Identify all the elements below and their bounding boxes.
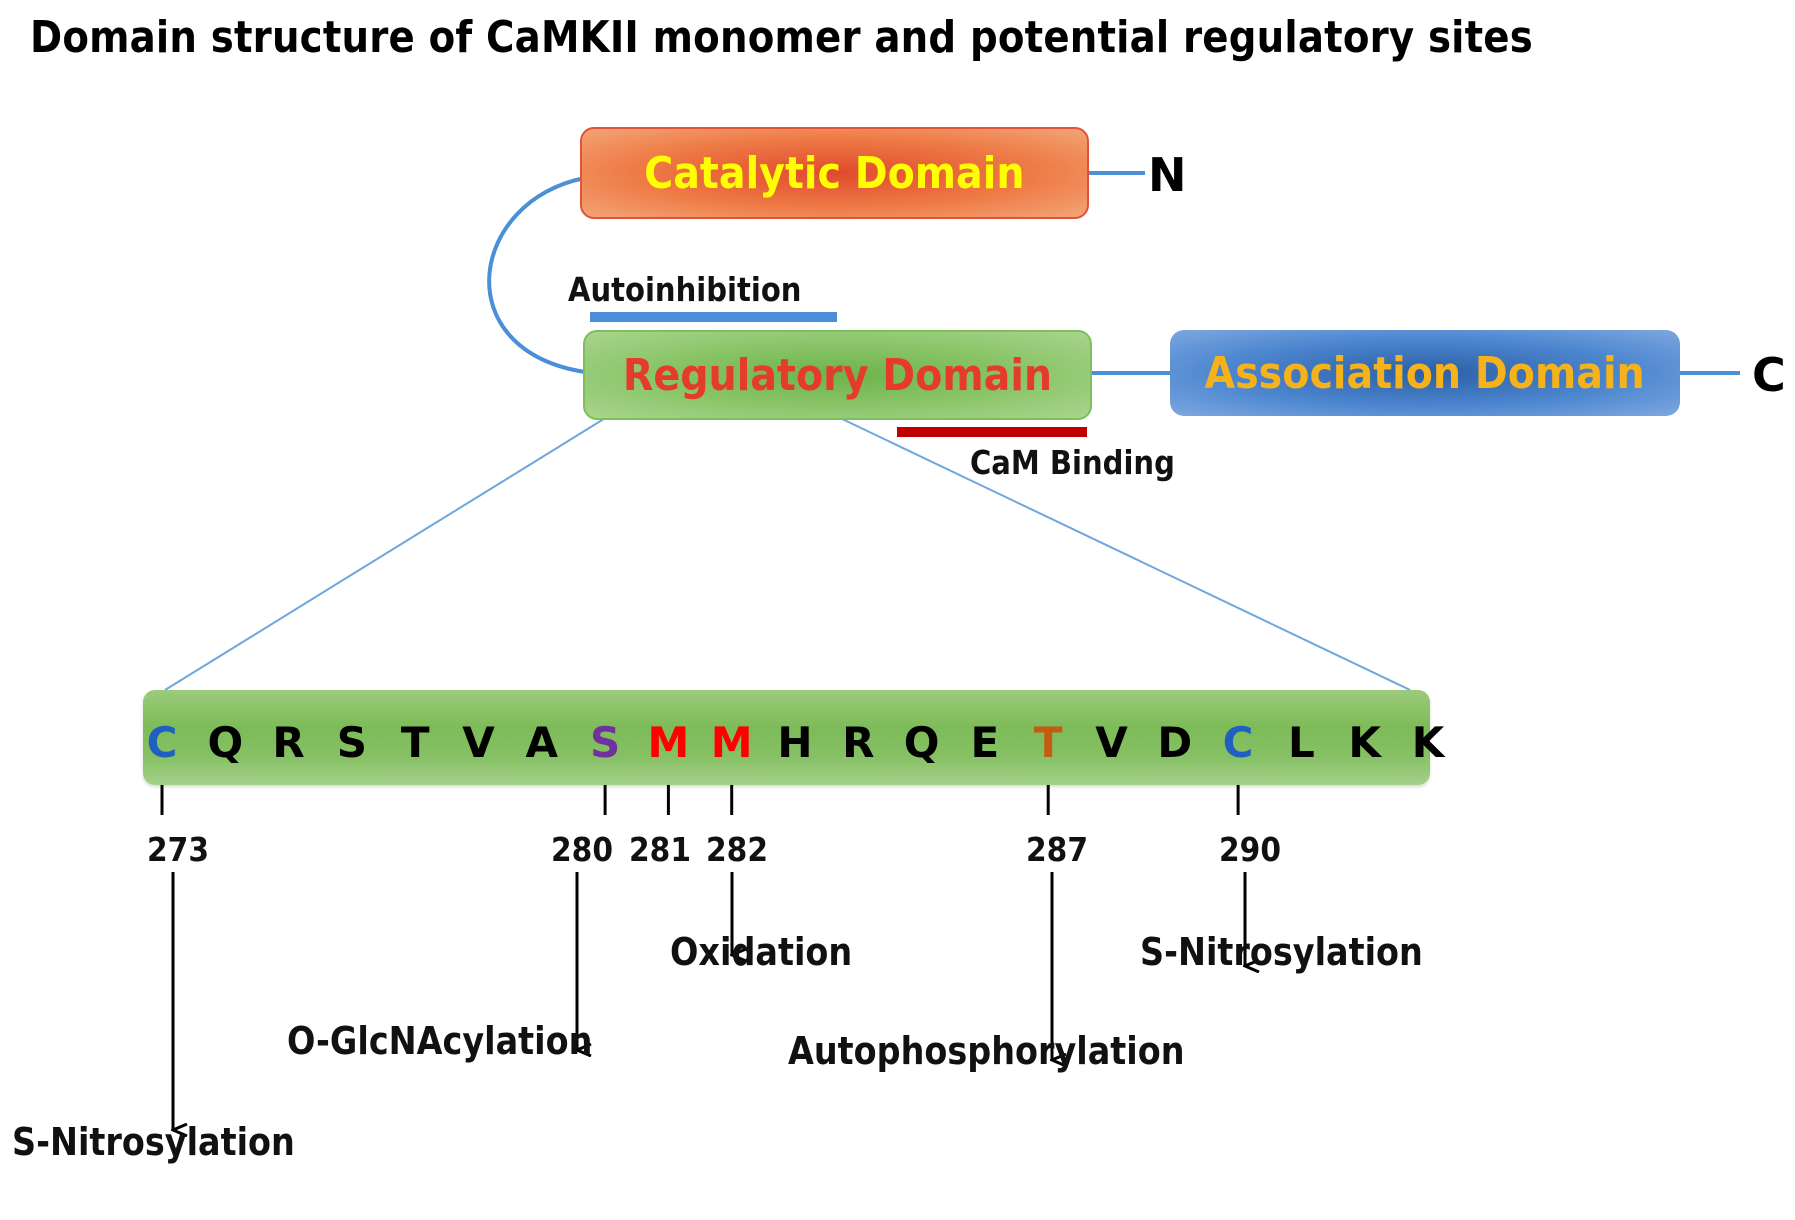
residue: T <box>1033 718 1063 767</box>
site-number: 280 <box>550 830 614 869</box>
association-domain-label: Association Domain <box>1204 347 1646 399</box>
site-number: 282 <box>705 830 769 869</box>
linker-catalytic-regulatory <box>487 176 586 374</box>
c-terminus-label: C <box>1752 348 1786 402</box>
residue: D <box>1157 718 1193 767</box>
residue: E <box>970 718 1000 767</box>
zoom-line-right <box>837 416 1411 691</box>
residue: M <box>647 718 690 767</box>
zoom-line-left <box>164 416 608 691</box>
autoinhibition-label: Autoinhibition <box>568 270 802 309</box>
regulatory-domain: Regulatory Domain <box>583 330 1092 420</box>
site-number: 281 <box>628 830 692 869</box>
catalytic-domain-label: Catalytic Domain <box>644 147 1025 199</box>
residue: S <box>589 718 621 767</box>
residue: L <box>1288 718 1315 767</box>
residue: K <box>1411 718 1445 767</box>
residue: S <box>336 718 368 767</box>
residue: Q <box>903 718 940 767</box>
residue: R <box>272 718 305 767</box>
site-number: 273 <box>146 830 210 869</box>
regulatory-domain-label: Regulatory Domain <box>622 349 1053 401</box>
residue: V <box>462 718 495 767</box>
modification-label: Autophosphorylation <box>788 1029 1185 1073</box>
residue: Q <box>207 718 244 767</box>
sequence-bar <box>143 690 1430 785</box>
association-domain: Association Domain <box>1170 330 1680 416</box>
residue: T <box>400 718 430 767</box>
catalytic-domain: Catalytic Domain <box>580 127 1089 219</box>
figure-title: Domain structure of CaMKII monomer and p… <box>30 12 1533 63</box>
site-number: 290 <box>1218 830 1282 869</box>
residue: H <box>777 718 813 767</box>
residue: C <box>1222 718 1254 767</box>
residue: R <box>842 718 875 767</box>
modification-label: O-GlcNAcylation <box>287 1019 593 1063</box>
residue: V <box>1095 718 1128 767</box>
cam-binding-label: CaM Binding <box>970 443 1175 482</box>
modification-label: Oxidation <box>670 930 853 974</box>
n-terminus-label: N <box>1148 148 1187 202</box>
residue: M <box>710 718 753 767</box>
modification-label: S-Nitrosylation <box>1140 930 1423 974</box>
residue: C <box>146 718 178 767</box>
residue: K <box>1348 718 1381 767</box>
site-number: 287 <box>1025 830 1089 869</box>
residue: A <box>525 718 559 767</box>
modification-label: S-Nitrosylation <box>12 1120 295 1164</box>
